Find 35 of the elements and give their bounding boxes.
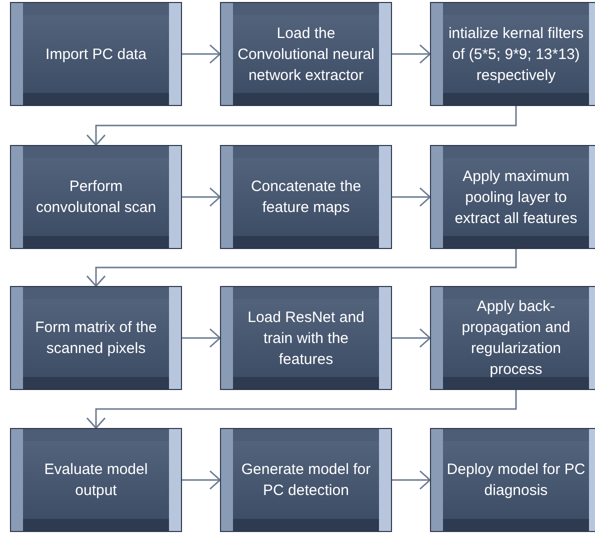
process-box (430, 286, 595, 390)
step-text: Apply back-propagation and regularization process (460, 297, 572, 380)
arrow (86, 106, 517, 146)
step-text: intialize kernal filters of (5*5; 9*9; 13*13) respectively (447, 24, 585, 86)
arrow (182, 328, 221, 348)
process-box (10, 428, 182, 532)
arrow (182, 44, 221, 64)
process-box (10, 2, 182, 106)
arrow (182, 470, 221, 490)
process-box (220, 428, 392, 532)
process-box (10, 286, 182, 390)
step-text: Evaluate model output (43, 460, 149, 501)
step-text: Form matrix of the scanned pixels (34, 318, 158, 359)
process-box (430, 145, 595, 249)
process-box (220, 145, 392, 249)
step-text: Apply maximum pooling layer to extract all features (454, 166, 578, 228)
step-text: Generate model for PC detection (240, 460, 372, 501)
process-box (430, 2, 595, 106)
process-box (220, 286, 392, 390)
arrow (392, 328, 431, 348)
step-text: Perform convolutonal scan (34, 177, 158, 218)
arrow (392, 470, 431, 490)
process-box (220, 2, 392, 106)
step-text: Deploy model for PC diagnosis (446, 460, 586, 501)
step-text: Load ResNet and train with the features (246, 308, 366, 370)
arrow (392, 44, 431, 64)
step-text: Import PC data (46, 44, 146, 64)
arrow (86, 249, 517, 287)
process-box (10, 145, 182, 249)
process-box (430, 428, 595, 532)
step-text: Load the Convolutional neural network extractor (236, 24, 376, 86)
step-text: Concatenate the feature maps (250, 177, 362, 218)
arrow (182, 187, 221, 207)
arrow (86, 390, 517, 429)
arrow (392, 187, 431, 207)
